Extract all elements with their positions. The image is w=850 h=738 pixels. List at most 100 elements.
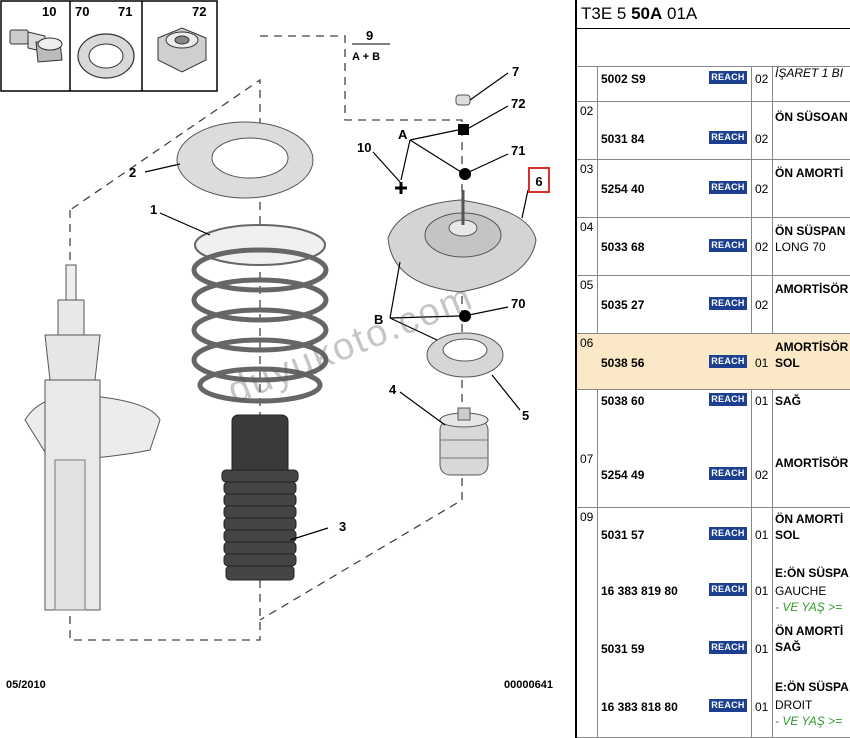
part-description: SAĞ bbox=[775, 640, 802, 654]
spring-seat bbox=[176, 121, 314, 199]
part-description: AMORTİSÖR bbox=[775, 282, 849, 296]
top-mount bbox=[387, 190, 537, 293]
reach-badge: REACH bbox=[709, 71, 747, 84]
column-divider-3 bbox=[772, 66, 773, 738]
callout-9-sub: A + B bbox=[352, 51, 380, 63]
part-number[interactable]: 5038 60 bbox=[601, 394, 645, 408]
reach-badge: REACH bbox=[709, 297, 747, 310]
parts-title-code: 50A bbox=[631, 4, 663, 23]
callout-A: A bbox=[398, 127, 408, 142]
quantity: 01 bbox=[755, 356, 769, 370]
washer-thumbnail bbox=[77, 33, 135, 79]
reach-badge: REACH bbox=[709, 467, 747, 480]
part-number[interactable]: 5031 57 bbox=[601, 528, 645, 542]
quantity: 02 bbox=[755, 182, 769, 196]
part-description: LONG 70 bbox=[775, 240, 826, 254]
callout-10: 10 bbox=[357, 140, 371, 155]
parts-row[interactable]: 03 5254 40 REACH 02 ÖN AMORTİ bbox=[577, 160, 850, 218]
part-number[interactable]: 5031 59 bbox=[601, 642, 645, 656]
part-description: AMORTİSÖR bbox=[775, 340, 849, 354]
parts-row[interactable]: 07 5254 49 REACH 02 AMORTİSÖR bbox=[577, 450, 850, 508]
thumb-label-71: 71 bbox=[118, 4, 132, 19]
quantity: 01 bbox=[755, 700, 769, 714]
quantity: 02 bbox=[755, 468, 769, 482]
parts-title: T3E 5 50A 01A bbox=[581, 4, 697, 24]
column-divider-2 bbox=[751, 66, 752, 738]
callout-7: 7 bbox=[512, 64, 519, 79]
parts-title-suffix: 01A bbox=[662, 4, 698, 23]
part-number[interactable]: 16 383 819 80 bbox=[601, 584, 678, 598]
row-number: 02 bbox=[580, 104, 594, 118]
coil-spring bbox=[191, 224, 329, 404]
thumb-label-10: 10 bbox=[42, 4, 56, 19]
part-description: - VE YAŞ >= bbox=[775, 600, 843, 614]
plus-symbol bbox=[395, 182, 407, 194]
thumb-label-72: 72 bbox=[192, 4, 206, 19]
square-symbol bbox=[458, 124, 469, 135]
part-number[interactable]: 5033 68 bbox=[601, 240, 645, 254]
column-divider-1 bbox=[597, 66, 598, 738]
part-description: - VE YAŞ >= bbox=[775, 714, 843, 728]
part-description: SOL bbox=[775, 528, 800, 542]
quantity: 01 bbox=[755, 584, 769, 598]
row-number: 03 bbox=[580, 162, 594, 176]
part-description: ÖN SÜSOAN bbox=[775, 110, 848, 124]
reach-badge: REACH bbox=[709, 583, 747, 596]
row-number: 06 bbox=[580, 336, 594, 350]
part-number[interactable]: 5038 56 bbox=[601, 356, 645, 370]
callout-B: B bbox=[374, 312, 383, 327]
callout-3: 3 bbox=[339, 519, 346, 534]
nut-thumbnail bbox=[157, 27, 207, 73]
part-number[interactable]: 5254 49 bbox=[601, 468, 645, 482]
reach-badge: REACH bbox=[709, 239, 747, 252]
part-number[interactable]: 5254 40 bbox=[601, 182, 645, 196]
part-description: GAUCHE bbox=[775, 584, 827, 598]
callout-70: 70 bbox=[511, 296, 525, 311]
part-description: İŞARET 1 BI bbox=[775, 66, 844, 80]
reach-badge: REACH bbox=[709, 699, 747, 712]
parts-title-prefix: T3E 5 bbox=[581, 4, 632, 23]
part-description: ÖN AMORTİ bbox=[775, 624, 844, 638]
assembly-outline-right bbox=[259, 35, 463, 621]
parts-list: T3E 5 50A 01A 5002 S9 REACH 02 İŞARET 1 BI 0… bbox=[575, 0, 850, 738]
quantity: 02 bbox=[755, 240, 769, 254]
bearing-ring bbox=[426, 332, 504, 378]
reach-badge: REACH bbox=[709, 181, 747, 194]
part-description: ÖN AMORTİ bbox=[775, 166, 844, 180]
diagram-code: 00000641 bbox=[504, 679, 553, 691]
row-number: 07 bbox=[580, 452, 594, 466]
part-number[interactable]: 5002 S9 bbox=[601, 72, 646, 86]
part-description: AMORTİSÖR bbox=[775, 456, 849, 470]
strut-body bbox=[24, 264, 161, 611]
callout-9: 9 bbox=[366, 28, 373, 43]
title-divider bbox=[577, 28, 850, 29]
header-divider bbox=[577, 66, 850, 67]
cap-part bbox=[455, 94, 471, 106]
part-description: ÖN AMORTİ bbox=[775, 512, 844, 526]
part-number[interactable]: 5031 84 bbox=[601, 132, 645, 146]
callout-5: 5 bbox=[522, 408, 529, 423]
dust-boot bbox=[221, 414, 299, 581]
highlighted-reference-box: 6 bbox=[528, 167, 550, 193]
part-number[interactable]: 16 383 818 80 bbox=[601, 700, 678, 714]
dot-symbol-71 bbox=[459, 168, 471, 180]
quantity: 02 bbox=[755, 298, 769, 312]
reach-badge: REACH bbox=[709, 527, 747, 540]
callout-71: 71 bbox=[511, 143, 525, 158]
callout-2: 2 bbox=[129, 165, 136, 180]
callout-72: 72 bbox=[511, 96, 525, 111]
diagram-drawing: 10 70 71 72 bbox=[0, 0, 537, 641]
diagram-date: 05/2010 bbox=[6, 679, 46, 691]
part-number[interactable]: 5035 27 bbox=[601, 298, 645, 312]
thumbnail-strip: 10 70 71 72 bbox=[0, 0, 218, 92]
